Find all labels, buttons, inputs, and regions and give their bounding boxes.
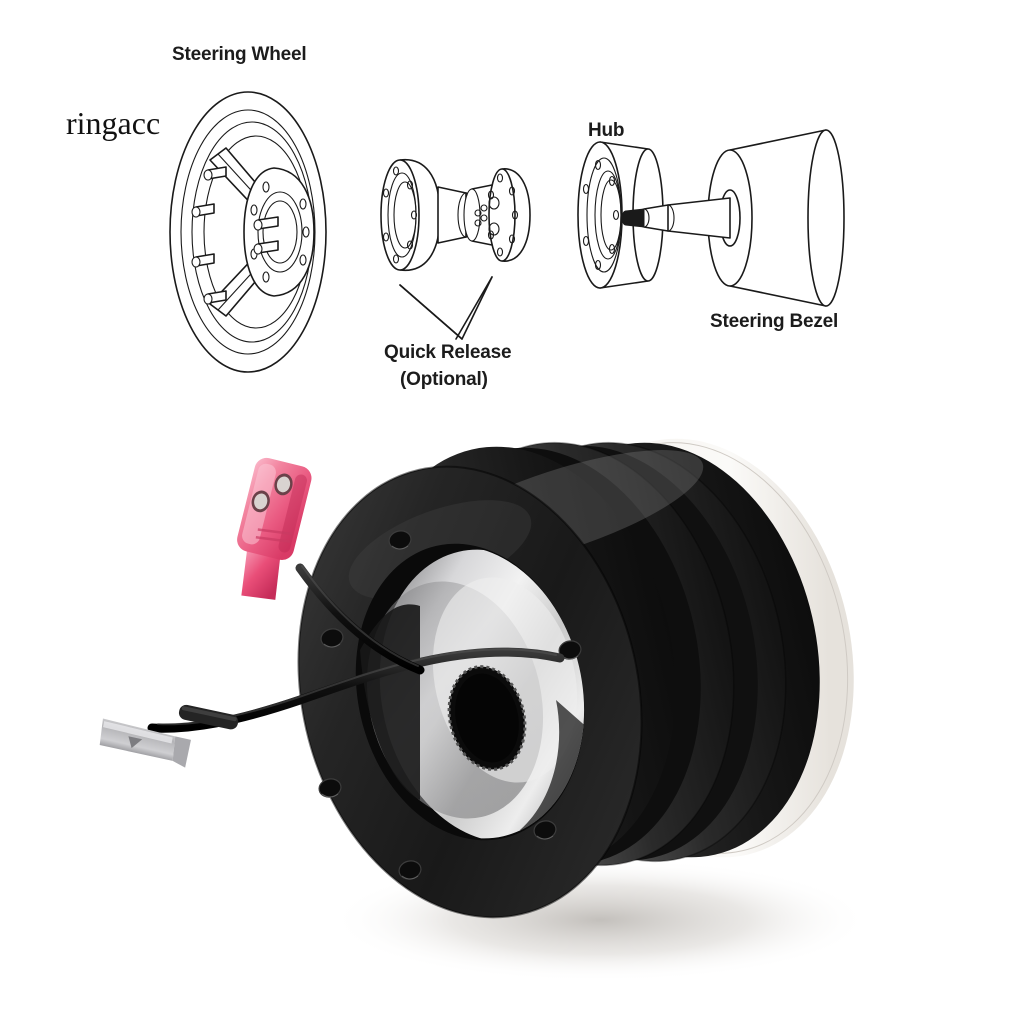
wire-heatshrink-sleeve xyxy=(178,704,239,730)
diagram-quick-release-female xyxy=(455,168,531,340)
wheel-bolt xyxy=(191,253,215,268)
watermark-text: ringacc xyxy=(66,105,161,141)
diagram-quick-release-male xyxy=(380,158,490,340)
wheel-bolt xyxy=(253,216,279,231)
diagram-steering-wheel xyxy=(169,91,327,373)
diagram-steering-bezel xyxy=(621,129,845,307)
label-hub: Hub xyxy=(588,120,625,141)
wheel-bolt xyxy=(253,240,279,255)
diagram-hub xyxy=(577,141,664,289)
label-quick-release-optional: (Optional) xyxy=(400,369,488,390)
quick-release-bracket xyxy=(399,276,493,340)
horn-wire-branch-highlight xyxy=(301,565,419,667)
exploded-assembly-diagram: .ln{fill:none;stroke:#1a1a1a;stroke-widt… xyxy=(169,91,845,373)
label-steering-bezel: Steering Bezel xyxy=(710,311,839,332)
horn-wire-branch xyxy=(295,563,425,675)
horn-wire xyxy=(147,647,565,733)
metal-spade-terminal xyxy=(99,718,191,768)
splined-bore xyxy=(447,665,527,771)
label-steering-wheel: Steering Wheel xyxy=(172,44,307,65)
product-photograph xyxy=(99,438,870,982)
wheel-bolt xyxy=(191,203,215,218)
wheel-bolt xyxy=(203,290,227,305)
pink-spade-connector xyxy=(237,457,312,600)
label-quick-release: Quick Release xyxy=(384,342,512,363)
flange-bolt-hole-threads xyxy=(321,545,579,880)
wheel-bolt xyxy=(203,166,227,181)
